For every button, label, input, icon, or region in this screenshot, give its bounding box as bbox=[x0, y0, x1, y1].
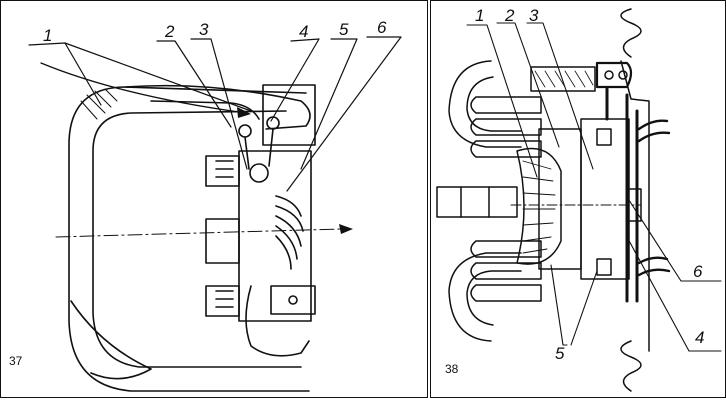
figure-37-drawing bbox=[28, 36, 402, 392]
spark-plug bbox=[249, 163, 269, 183]
center-axis bbox=[55, 228, 342, 238]
bolt-bottom bbox=[596, 258, 612, 276]
figure-number: 38 bbox=[445, 362, 459, 376]
lower-loop bbox=[448, 252, 522, 342]
lower-loop-inner bbox=[466, 270, 522, 326]
cooling-fins bbox=[205, 155, 240, 317]
flow-arrowhead bbox=[237, 107, 251, 118]
callout-2: 2 bbox=[504, 6, 515, 25]
casing-right bbox=[580, 118, 630, 280]
curl-bottom bbox=[620, 340, 642, 392]
callout-5: 5 bbox=[339, 20, 349, 39]
upper-duct bbox=[125, 84, 311, 130]
callout-6: 6 bbox=[693, 262, 703, 281]
casing-inner bbox=[92, 110, 302, 368]
fins-lower bbox=[470, 240, 542, 302]
figure-38-labels: 1 2 3 6 4 5 38 bbox=[445, 6, 704, 376]
head-block bbox=[262, 84, 316, 146]
figure-37-labels: 1 2 3 4 5 6 37 bbox=[9, 18, 387, 368]
pipe-stub-lower bbox=[637, 256, 671, 277]
figure-38-drawing bbox=[436, 8, 722, 392]
shaft-flange bbox=[436, 186, 518, 218]
leader-lines bbox=[28, 36, 402, 192]
flow-arrow bbox=[40, 62, 247, 114]
rotor-body bbox=[516, 147, 562, 265]
axis-arrowhead bbox=[339, 224, 353, 234]
curl-top bbox=[620, 8, 642, 58]
callout-1: 1 bbox=[475, 6, 484, 25]
upper-loop-inner bbox=[466, 76, 522, 132]
lower-bulge bbox=[70, 300, 152, 380]
shaft-lines bbox=[460, 186, 490, 218]
callout-1: 1 bbox=[43, 26, 52, 45]
lower-port-bolt bbox=[288, 295, 298, 305]
pipe-stub-upper bbox=[637, 119, 671, 143]
figure-38-panel: 1 2 3 6 4 5 38 bbox=[430, 0, 726, 398]
callout-3: 3 bbox=[199, 20, 209, 39]
top-port bbox=[595, 61, 633, 89]
callout-6: 6 bbox=[377, 18, 387, 37]
manifold bbox=[275, 195, 304, 270]
upper-duct-inner bbox=[150, 100, 260, 120]
callout-4: 4 bbox=[695, 328, 704, 347]
top-port-bolt-1 bbox=[604, 70, 614, 80]
casing-hatch bbox=[80, 88, 118, 120]
callout-4: 4 bbox=[299, 22, 308, 41]
leader-lines bbox=[466, 22, 722, 352]
figure-number: 37 bbox=[9, 354, 23, 368]
figure-37-panel: 1 2 3 4 5 6 37 bbox=[0, 0, 428, 398]
lower-port bbox=[270, 285, 316, 315]
right-duct-thin bbox=[620, 60, 650, 352]
lower-loop bbox=[245, 285, 310, 357]
bolt-top bbox=[596, 128, 612, 146]
callout-2: 2 bbox=[164, 22, 175, 41]
filter-hatch bbox=[534, 70, 594, 88]
top-port-bolt-2 bbox=[618, 70, 628, 80]
filter-box bbox=[530, 66, 596, 92]
valve-stems bbox=[244, 128, 274, 170]
callout-5: 5 bbox=[555, 344, 565, 363]
casing-outer bbox=[68, 86, 310, 392]
callout-3: 3 bbox=[529, 6, 539, 25]
